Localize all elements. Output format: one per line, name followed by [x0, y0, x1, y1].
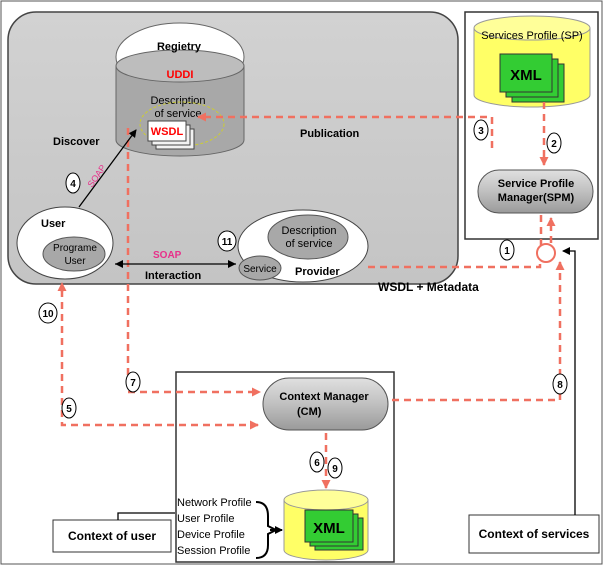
provider-desc-line2: of service: [285, 238, 332, 250]
programe-user-node: [42, 236, 106, 272]
svg-text:9: 9: [332, 464, 338, 475]
step-9: 9: [327, 457, 343, 479]
svg-text:2: 2: [551, 139, 557, 150]
step-3: 3: [473, 119, 489, 141]
profile-network: Network Profile: [177, 497, 252, 509]
interaction-arrowhead-right: [228, 260, 236, 268]
step-10: 10: [38, 302, 58, 324]
profile-user: User Profile: [177, 513, 234, 525]
registry-title: Regietry: [157, 41, 202, 53]
svg-text:11: 11: [222, 237, 233, 248]
interaction-arrowhead-left: [115, 260, 123, 268]
context-manager-pill: [262, 377, 389, 431]
step-4: 4: [65, 172, 81, 194]
svg-text:10: 10: [42, 309, 54, 320]
interaction-label: Interaction: [145, 270, 202, 282]
svg-text:1: 1: [504, 246, 510, 257]
context-xml-doc-stack: [304, 509, 364, 551]
sp-xml-doc-stack: [499, 53, 565, 103]
soap-label: SOAP: [153, 250, 182, 261]
context-xml-label: XML: [313, 520, 345, 537]
step-2: 2: [546, 132, 562, 154]
provider-desc-line1: Description: [281, 225, 336, 237]
spm-line1: Service Profile: [498, 178, 574, 190]
context-of-user-label: Context of user: [68, 529, 156, 543]
cm-line2: (CM): [297, 406, 322, 418]
wsdl-doc-stack: [147, 120, 195, 150]
context-of-user-box: [52, 519, 172, 553]
wsdl-metadata-flow: [368, 258, 542, 269]
context-of-services-box: [468, 514, 600, 554]
publication-flow: [197, 112, 494, 148]
context-services-arrow: [562, 247, 576, 515]
user-title: User: [41, 218, 66, 230]
step-1: 1: [499, 239, 515, 261]
wsdl-label: WSDL: [151, 126, 184, 138]
publication-label: Publication: [300, 128, 360, 140]
profile-session: Session Profile: [177, 545, 250, 557]
discover-arrow: [78, 129, 137, 208]
user-cm-flow: [60, 290, 259, 430]
wsdl-metadata-label: WSDL + Metadata: [378, 280, 479, 294]
svg-text:5: 5: [66, 404, 72, 415]
svg-text:6: 6: [314, 458, 320, 469]
sp-title: Services Profile (SP): [481, 30, 582, 42]
svg-text:7: 7: [130, 378, 136, 389]
service-label: Service: [243, 264, 277, 275]
flow-lines: [57, 102, 565, 489]
step-11: 11: [217, 230, 237, 252]
step-6: 6: [309, 451, 325, 473]
spm-junction: [536, 243, 556, 263]
svg-text:4: 4: [70, 179, 76, 190]
step-8: 8: [552, 373, 568, 395]
provider-description-node: [267, 214, 349, 260]
provider-title: Provider: [295, 266, 340, 278]
programe-user-line1: Programe: [53, 243, 97, 254]
cm-spm-flow: [392, 261, 565, 402]
profile-device: Device Profile: [177, 529, 245, 541]
uddi-label: UDDI: [167, 69, 194, 81]
step-7: 7: [125, 371, 141, 393]
step-5: 5: [61, 397, 77, 419]
spm-line2: Manager(SPM): [498, 192, 575, 204]
sp-xml-label: XML: [510, 67, 542, 84]
spm-pill: [477, 169, 594, 214]
registry-cm-flow: [126, 128, 261, 397]
cm-line1: Context Manager: [279, 391, 369, 403]
svg-text:8: 8: [557, 380, 563, 391]
programe-user-line2: User: [64, 256, 86, 267]
registry-desc-line2: of service: [154, 108, 201, 120]
service-node: [238, 255, 282, 281]
context-of-services-label: Context of services: [479, 527, 590, 541]
discover-label: Discover: [53, 136, 100, 148]
context-user-line: [117, 512, 175, 520]
svg-text:3: 3: [478, 126, 484, 137]
